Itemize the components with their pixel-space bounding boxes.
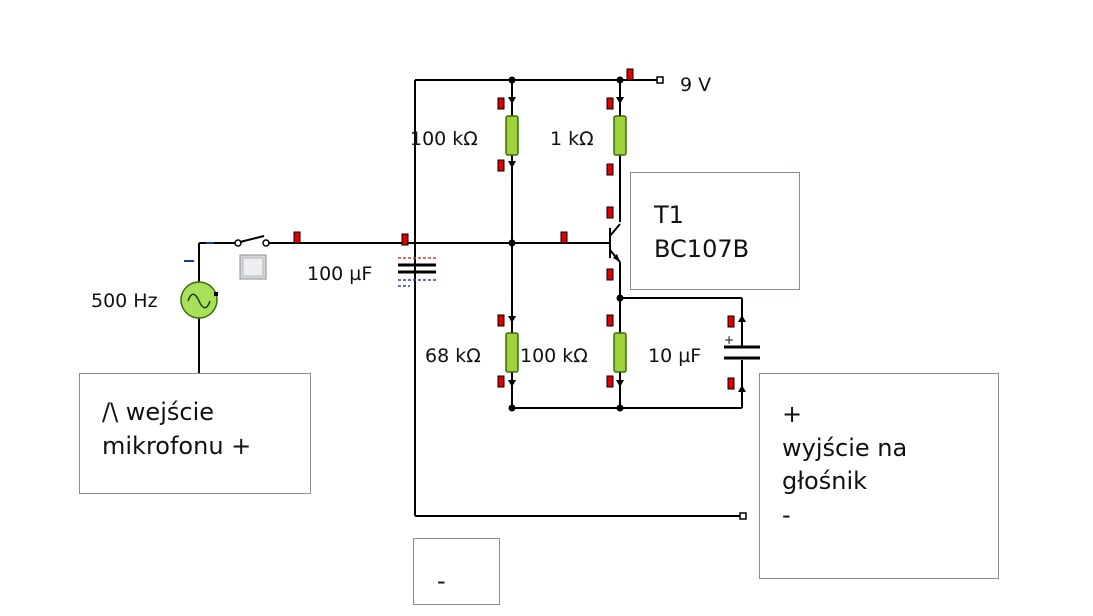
mic-input-box: /\ wejście mikrofonu + [79, 373, 311, 494]
mic-input-line2: mikrofonu + [102, 431, 252, 460]
ground-minus-box: - [413, 538, 500, 605]
speaker-output-plus: + [782, 400, 803, 428]
supply-terminal[interactable] [656, 76, 664, 84]
capacitor-input[interactable] [398, 257, 436, 287]
speaker-output-line3: głośnik [782, 467, 868, 496]
transistor-name: T1 [654, 201, 684, 229]
speaker-output-box: + wyjście na głośnik - [759, 373, 999, 579]
resistor-bottom-left-label: 68 kΩ [425, 345, 481, 367]
transistor-symbol[interactable] [602, 223, 621, 263]
resistor-top-left-label: 100 kΩ [410, 128, 478, 150]
transistor-box: T1 BC107B [630, 172, 800, 290]
source-frequency-label: 500 Hz [91, 290, 158, 312]
capacitor-plus-label: + [724, 333, 734, 347]
speaker-minus-terminal[interactable] [739, 512, 747, 520]
current-arrows [508, 97, 746, 392]
junction-dots [508, 76, 624, 412]
resistor-top-left[interactable] [505, 115, 519, 156]
capacitor-emitter[interactable] [724, 345, 760, 360]
resistor-bottom-mid-label: 100 kΩ [520, 345, 588, 367]
resistor-top-right[interactable] [613, 115, 627, 156]
speaker-output-line2: wyjście na [782, 433, 908, 462]
red-markers [293, 68, 735, 390]
ac-source[interactable] [180, 242, 218, 319]
speaker-output-minus: - [782, 500, 791, 529]
ground-minus-label: - [437, 567, 446, 595]
mic-input-line1: /\ wejście [102, 398, 214, 426]
switch[interactable] [234, 235, 270, 247]
capacitor-emitter-label: 10 µF [648, 345, 701, 367]
capacitor-input-label: 100 µF [307, 263, 372, 285]
switch-button[interactable] [239, 254, 267, 280]
transistor-model: BC107B [654, 234, 750, 263]
supply-voltage-label: 9 V [680, 74, 711, 96]
resistor-bottom-mid[interactable] [613, 332, 627, 373]
resistor-bottom-left[interactable] [505, 332, 519, 373]
resistor-top-right-label: 1 kΩ [550, 128, 594, 150]
